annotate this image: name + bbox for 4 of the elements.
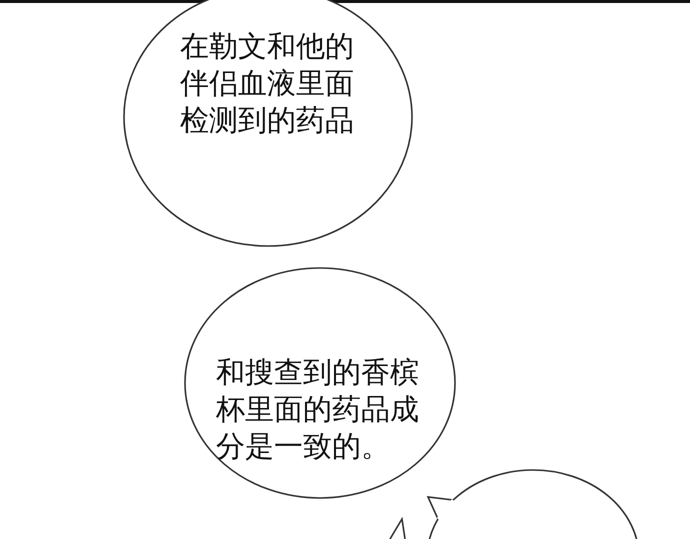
speech-bubble <box>122 0 414 248</box>
bubble-text: 在勒文和他的伴侣血液里面检测到的药品 <box>180 28 355 139</box>
bubble-text: 和搜查到的香槟杯里面的药品成分是一致的。 <box>216 354 420 465</box>
speech-bubble <box>183 266 459 502</box>
